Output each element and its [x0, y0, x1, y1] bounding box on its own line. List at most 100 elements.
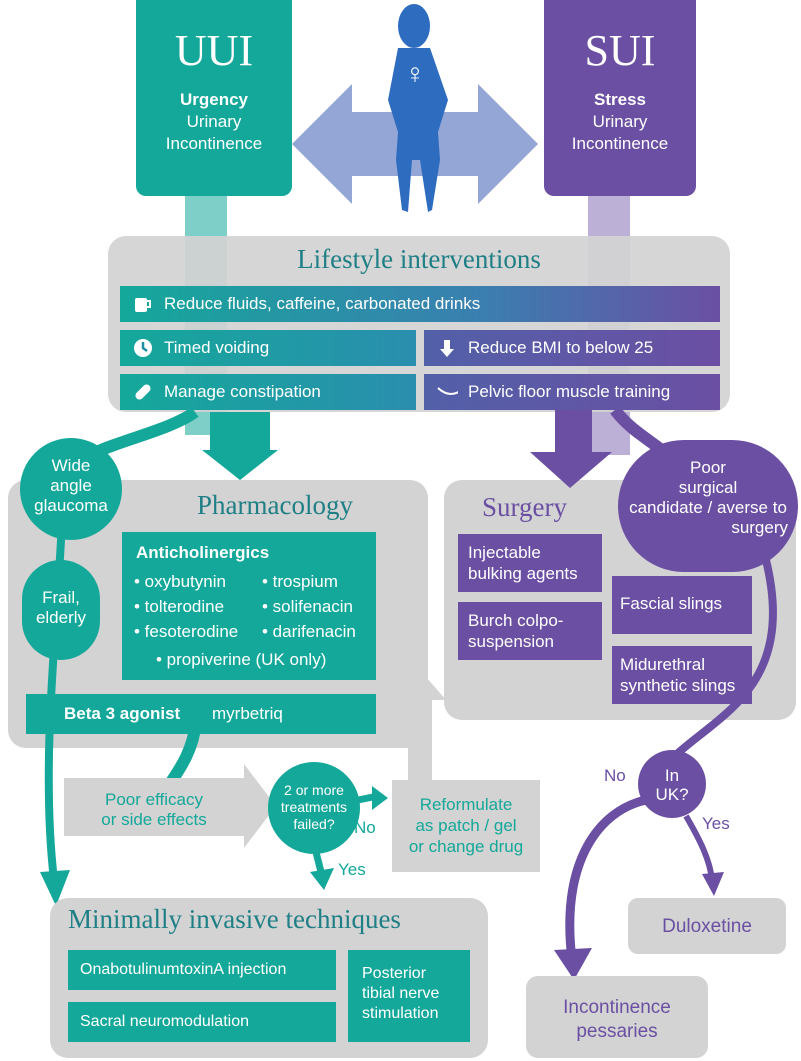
ptns-line: Posterior: [362, 965, 427, 982]
flow-yes-label: Yes: [338, 860, 366, 879]
sui-line2: Urinary: [592, 112, 648, 131]
pharmacology-title: Pharmacology: [197, 490, 353, 520]
uk-circle: [638, 750, 706, 818]
poor-candidate-line: Poor: [690, 458, 726, 477]
reformulate-line: as patch / gel: [415, 816, 517, 835]
fascial-label: Fascial slings: [620, 594, 723, 613]
pill-icon: [132, 381, 154, 403]
pessaries-line: Incontinence: [563, 997, 671, 1018]
lifestyle-item-bmi: Reduce BMI to below 25: [424, 330, 720, 366]
lifestyle-item-timed-voiding: Timed voiding: [120, 330, 416, 366]
lifestyle-item-label: Timed voiding: [164, 338, 270, 357]
drug-trospium: • trospium: [262, 572, 338, 591]
decision-line: failed?: [293, 816, 335, 832]
uk-no-label: No: [604, 766, 626, 785]
clock-icon: [132, 337, 154, 359]
poor-efficacy-text: Poor efficacy or side effects: [64, 790, 244, 830]
decision-text: 2 or more treatments failed?: [268, 782, 360, 833]
lifestyle-title: Lifestyle interventions: [297, 244, 541, 274]
drug-darifenacin: • darifenacin: [262, 622, 356, 641]
anticholinergics-label: Anticholinergics: [136, 543, 270, 562]
drug-tolterodine: • tolterodine: [134, 597, 225, 616]
smile-curve-icon: [436, 381, 458, 403]
lifestyle-item-label: Reduce fluids, caffeine, carbonated drin…: [164, 294, 481, 313]
drug-fesoterodine: • fesoterodine: [134, 622, 239, 641]
midurethral-box: Midurethral synthetic slings: [612, 646, 752, 704]
lifestyle-item-pelvic-floor: Pelvic floor muscle training: [424, 374, 720, 410]
burch-box: Burch colpo- suspension: [458, 602, 602, 660]
drug-oxybutynin: • oxybutynin: [134, 572, 226, 591]
uui-box: UUI Urgency Urinary Incontinence: [136, 0, 292, 196]
sui-abbr: SUI: [584, 26, 656, 75]
poor-efficacy-box: [64, 778, 244, 836]
uk-question: In UK?: [638, 766, 706, 804]
sacral-box: Sacral neuromodulation: [68, 1002, 336, 1042]
glaucoma-line: glaucoma: [34, 496, 108, 515]
glaucoma-line: Wide: [51, 456, 91, 475]
poor-efficacy-line: Poor efficacy: [105, 790, 203, 809]
glaucoma-circle: Wide angle glaucoma: [20, 438, 122, 540]
minimally-invasive-title: Minimally invasive techniques: [68, 904, 401, 934]
uui-bold: Urgency: [179, 90, 249, 109]
sui-line3: Incontinence: [571, 134, 669, 153]
injectable-line: Injectable: [468, 543, 541, 562]
lifestyle-item-fluids: Reduce fluids, caffeine, carbonated drin…: [120, 286, 720, 322]
duloxetine-box: [628, 898, 786, 954]
burch-line: Burch colpo-: [468, 611, 564, 630]
fascial-slings-box: Fascial slings: [612, 576, 752, 634]
sui-box: SUI Stress Urinary Incontinence: [544, 0, 696, 196]
glaucoma-line: angle: [50, 476, 92, 495]
poor-candidate-line: candidate / averse to: [629, 498, 787, 517]
midurethral-line: synthetic slings: [620, 676, 736, 695]
lifestyle-item-label: Reduce BMI to below 25: [468, 338, 654, 357]
lifestyle-item-label: Pelvic floor muscle training: [468, 382, 671, 401]
poor-candidate-line: surgical: [678, 478, 738, 497]
beta3-label: Beta 3 agonist: [64, 704, 181, 723]
decision-circle: [268, 762, 360, 854]
anticholinergics-box: [122, 532, 376, 680]
down-arrow-icon: [436, 337, 458, 359]
lifestyle-item-label: Manage constipation: [164, 382, 321, 401]
beta3-drug: myrbetriq: [212, 704, 283, 723]
ptns-line: stimulation: [362, 1005, 439, 1022]
burch-line: suspension: [468, 632, 555, 651]
injectable-line: bulking agents: [468, 564, 578, 583]
poor-candidate-circle: Poor surgical candidate / averse to surg…: [618, 440, 798, 572]
frail-line: Frail,: [42, 588, 80, 607]
injectable-box: Injectable bulking agents: [458, 534, 602, 592]
uk-line: UK?: [655, 785, 689, 804]
decision-line: treatments: [280, 799, 348, 815]
drug-propiverine: • propiverine (UK only): [156, 650, 327, 669]
uui-line2: Urinary: [186, 112, 242, 131]
uui-abbr: UUI: [174, 26, 254, 75]
reformulate-line: or change drug: [408, 837, 524, 856]
frail-elderly-circle: Frail, elderly: [22, 560, 100, 660]
frail-line: elderly: [35, 608, 87, 627]
reformulate-line: Reformulate: [419, 795, 513, 814]
ptns-box: Posterior tibial nerve stimulation: [348, 950, 470, 1042]
pessaries-line: pessaries: [576, 1021, 658, 1042]
flow-no-label: No: [354, 818, 376, 837]
uk-line: In: [664, 766, 680, 785]
female-symbol-icon: ♀: [404, 58, 426, 89]
midurethral-line: Midurethral: [620, 655, 706, 674]
reformulate-text: Reformulate as patch / gel or change dru…: [392, 794, 540, 857]
drug-solifenacin: • solifenacin: [262, 597, 354, 616]
poor-efficacy-line: or side effects: [101, 810, 207, 829]
sacral-label: Sacral neuromodulation: [80, 1013, 249, 1030]
pessaries-box: [526, 976, 708, 1058]
beta3-box: [26, 694, 376, 734]
lifestyle-item-constipation: Manage constipation: [120, 374, 416, 410]
onabot-box: OnabotulinumtoxinA injection: [68, 950, 336, 990]
decision-line: 2 or more: [284, 782, 344, 798]
cup-icon: [132, 293, 154, 315]
sui-bold: Stress: [594, 90, 646, 109]
poor-candidate-line: surgery: [731, 518, 788, 537]
woman-silhouette-icon: [388, 4, 448, 212]
surgery-title: Surgery: [482, 492, 567, 522]
pessaries-text: Incontinence pessaries: [526, 996, 708, 1044]
duloxetine-label: Duloxetine: [662, 916, 752, 937]
reformulate-box: [392, 780, 540, 872]
uk-yes-label: Yes: [702, 814, 730, 833]
uui-line3: Incontinence: [165, 134, 263, 153]
